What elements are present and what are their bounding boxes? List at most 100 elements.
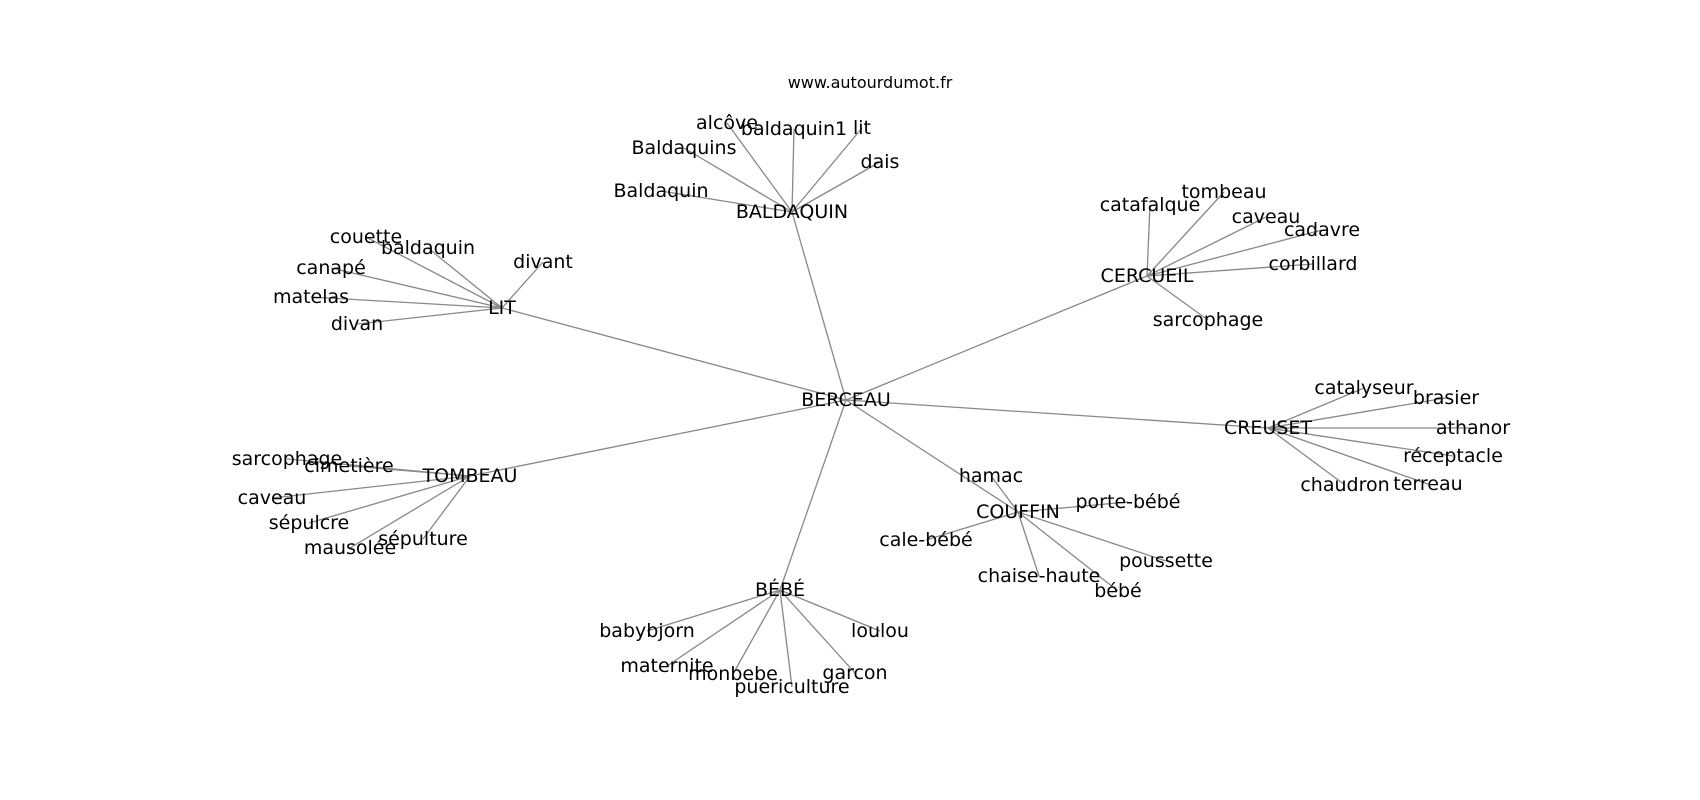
edge-center-4 xyxy=(469,399,847,477)
edge-4-5 xyxy=(422,475,471,540)
edge-5-4 xyxy=(1017,511,1040,577)
edge-1-2 xyxy=(1146,216,1267,277)
edge-center-0 xyxy=(791,211,847,401)
leaf-node[interactable]: athanor xyxy=(1436,417,1510,439)
hub-node[interactable]: CREUSET xyxy=(1224,417,1312,439)
edge-6-3 xyxy=(732,589,781,675)
leaf-node[interactable]: porte-bébé xyxy=(1076,491,1181,513)
edge-5-3 xyxy=(1017,511,1167,562)
edge-center-5 xyxy=(845,399,1019,513)
leaf-node[interactable]: maternite xyxy=(620,655,713,677)
edge-2-2 xyxy=(501,261,544,309)
edge-2-0 xyxy=(365,236,503,309)
leaf-node[interactable]: brasier xyxy=(1413,387,1479,409)
edge-4-2 xyxy=(271,475,471,499)
leaf-node[interactable]: cadavre xyxy=(1284,219,1360,241)
edge-center-6 xyxy=(779,399,847,591)
edge-4-4 xyxy=(349,475,471,549)
hub-node[interactable]: LIT xyxy=(488,297,516,319)
edge-0-1 xyxy=(791,128,795,213)
leaf-node[interactable]: mausolée xyxy=(304,537,396,559)
leaf-node[interactable]: cale-bébé xyxy=(879,529,972,551)
edge-1-3 xyxy=(1146,229,1323,277)
leaf-node[interactable]: bébé xyxy=(1094,580,1142,602)
leaf-node[interactable]: tombeau xyxy=(1181,181,1266,203)
edge-1-1 xyxy=(1146,191,1225,277)
edge-2-3 xyxy=(330,267,503,309)
hub-node[interactable]: CERCUEIL xyxy=(1101,265,1194,287)
edge-6-2 xyxy=(666,589,781,667)
edge-3-1 xyxy=(1267,397,1447,429)
edge-0-0 xyxy=(726,122,793,213)
edge-2-5 xyxy=(356,307,503,325)
edge-2-1 xyxy=(427,247,503,309)
site-watermark: www.autourdumot.fr xyxy=(788,73,953,92)
leaf-node[interactable]: baldaquin xyxy=(381,237,475,259)
hub-node[interactable]: BALDAQUIN xyxy=(736,201,848,223)
edge-3-3 xyxy=(1267,427,1454,457)
leaf-node[interactable]: divan xyxy=(331,313,383,335)
edge-4-3 xyxy=(308,475,471,524)
leaf-node[interactable]: loulou xyxy=(851,620,909,642)
leaf-node[interactable]: canapé xyxy=(296,257,366,279)
edge-center-1 xyxy=(845,275,1148,401)
leaf-node[interactable]: caveau xyxy=(1232,206,1301,228)
leaf-node[interactable]: réceptacle xyxy=(1403,445,1503,467)
leaf-node[interactable]: Baldaquin xyxy=(613,180,708,202)
leaf-node[interactable]: catafalque xyxy=(1100,194,1201,216)
center-node[interactable]: BERCEAU xyxy=(801,389,890,411)
leaf-node[interactable]: lit xyxy=(853,117,871,139)
leaf-node[interactable]: baldaquin1 xyxy=(741,118,847,140)
leaf-node[interactable]: catalyseur xyxy=(1314,377,1413,399)
edge-5-5 xyxy=(1017,511,1119,592)
edge-0-3 xyxy=(791,161,881,213)
leaf-node[interactable]: sépulcre xyxy=(269,512,350,534)
leaf-node[interactable]: babybjorn xyxy=(599,620,695,642)
edge-5-0 xyxy=(990,475,1019,513)
leaf-node[interactable]: hamac xyxy=(959,465,1023,487)
hub-node[interactable]: TOMBEAU xyxy=(422,465,518,487)
edge-6-5 xyxy=(779,589,793,688)
edge-0-4 xyxy=(683,147,793,213)
leaf-node[interactable]: caveau xyxy=(238,487,307,509)
edge-5-2 xyxy=(925,511,1019,541)
leaf-node[interactable]: corbillard xyxy=(1269,253,1358,275)
edge-0-2 xyxy=(791,127,863,213)
edge-6-4 xyxy=(779,589,856,674)
edge-3-4 xyxy=(1267,427,1429,485)
leaf-node[interactable]: alcôve xyxy=(696,112,758,134)
leaf-node[interactable]: terreau xyxy=(1393,473,1462,495)
leaf-node[interactable]: couette xyxy=(330,226,402,248)
leaf-node[interactable]: sépulture xyxy=(378,528,468,550)
edge-center-3 xyxy=(845,399,1269,429)
edge-4-1 xyxy=(348,465,471,477)
leaf-node[interactable]: chaise-haute xyxy=(978,565,1101,587)
edge-1-0 xyxy=(1146,204,1151,277)
leaf-node[interactable]: chaudron xyxy=(1300,474,1389,496)
edge-6-0 xyxy=(646,589,781,632)
hub-node[interactable]: COUFFIN xyxy=(976,501,1060,523)
leaf-node[interactable]: monbebe xyxy=(688,663,778,685)
leaf-node[interactable]: Baldaquins xyxy=(632,137,737,159)
leaf-node[interactable]: puericulture xyxy=(734,676,849,698)
leaf-node[interactable]: divant xyxy=(513,251,573,273)
leaf-node[interactable]: dais xyxy=(861,151,900,173)
edge-1-4 xyxy=(1146,263,1314,277)
edge-3-0 xyxy=(1267,387,1365,429)
edge-center-2 xyxy=(501,307,847,401)
graph-edges xyxy=(271,122,1473,688)
leaf-node[interactable]: sarcophage xyxy=(1153,309,1264,331)
edge-6-1 xyxy=(779,589,881,632)
leaf-node[interactable]: matelas xyxy=(273,286,349,308)
edge-0-5 xyxy=(660,190,793,213)
leaf-node[interactable]: sarcophage xyxy=(232,448,343,470)
leaf-node[interactable]: cimetière xyxy=(304,455,393,477)
leaf-node[interactable]: poussette xyxy=(1119,550,1213,572)
edge-3-5 xyxy=(1267,427,1346,486)
leaf-node[interactable]: garcon xyxy=(822,662,887,684)
edge-5-1 xyxy=(1017,501,1129,513)
hub-node[interactable]: BÉBÉ xyxy=(755,578,805,601)
edge-1-5 xyxy=(1146,275,1209,321)
